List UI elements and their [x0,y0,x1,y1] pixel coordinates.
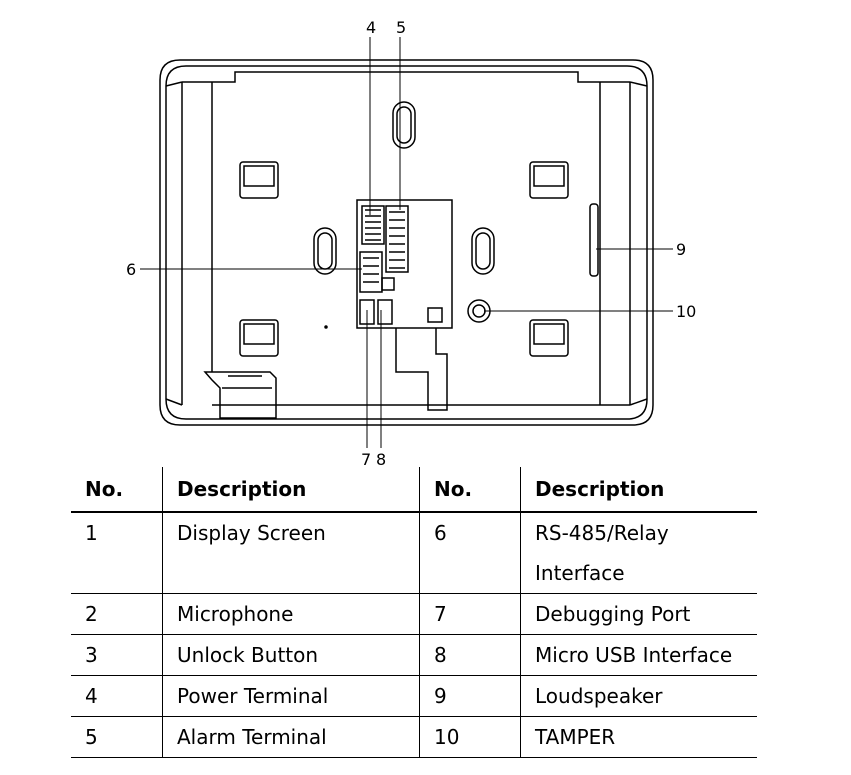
housing-inner-outline [165,65,648,420]
cell-no: 5 [71,716,163,758]
cell-no: 3 [71,634,163,676]
loudspeaker-slot [589,203,599,277]
callout-4: 4 [366,18,376,37]
rs485-terminal [359,251,383,293]
cell-no: 9 [419,675,521,717]
power-terminal [361,205,385,245]
bottom-connector [203,371,277,419]
cell-description: Debugging Port [520,593,757,635]
mounting-clip [239,319,279,357]
pcb-board [356,199,453,329]
table-row: 5 Alarm Terminal 10 TAMPER [71,716,757,758]
cell-description: Loudspeaker [520,675,757,717]
micro-usb-port [377,299,393,325]
table-row: 4 Power Terminal 9 Loudspeaker [71,675,757,717]
header-no-right: No. [419,467,521,513]
mounting-slot [313,227,337,275]
callout-5: 5 [396,18,406,37]
cell-no: 6 [419,512,521,594]
callout-9: 9 [676,240,686,259]
cell-no: 8 [419,634,521,676]
cell-description: Display Screen [162,512,420,594]
table-row: 2 Microphone 7 Debugging Port [71,593,757,635]
mounting-slot [317,232,333,270]
top-step [182,71,630,83]
callout-8: 8 [376,450,386,465]
callout-10: 10 [676,302,696,321]
mounting-slot [392,101,416,149]
mounting-slot [475,232,491,270]
callout-6: 6 [126,260,136,279]
device-rear-diagram: 4 5 6 7 8 9 10 [126,18,696,465]
mounting-clip [529,161,569,199]
cell-description: Alarm Terminal [162,716,420,758]
cable-bracket [395,328,448,411]
table-row: 1 Display Screen 6 RS-485/Relay Interfac… [71,512,757,594]
cell-no: 1 [71,512,163,594]
callout-7: 7 [361,450,371,465]
mounting-clip [529,319,569,357]
header-no-left: No. [71,467,163,513]
alarm-terminal [385,205,409,273]
mounting-slot [396,106,412,144]
left-rail [181,82,213,405]
table-header-row: No. Description No. Description [71,467,757,513]
header-description-right: Description [520,467,757,513]
cell-description: RS-485/Relay Interface [520,512,757,594]
header-description-left: Description [162,467,420,513]
cell-description: Unlock Button [162,634,420,676]
cell-description: Micro USB Interface [520,634,757,676]
cell-no: 10 [419,716,521,758]
cell-description: TAMPER [520,716,757,758]
right-rail [599,82,631,405]
mounting-clip [239,161,279,199]
component-table: No. Description No. Description 1 Displa… [71,467,757,758]
cell-no: 2 [71,593,163,635]
housing-outline [159,59,654,426]
cell-no: 7 [419,593,521,635]
cell-description: Microphone [162,593,420,635]
cell-description: Power Terminal [162,675,420,717]
mounting-slot [471,227,495,275]
table-row: 3 Unlock Button 8 Micro USB Interface [71,634,757,676]
cell-no: 4 [71,675,163,717]
